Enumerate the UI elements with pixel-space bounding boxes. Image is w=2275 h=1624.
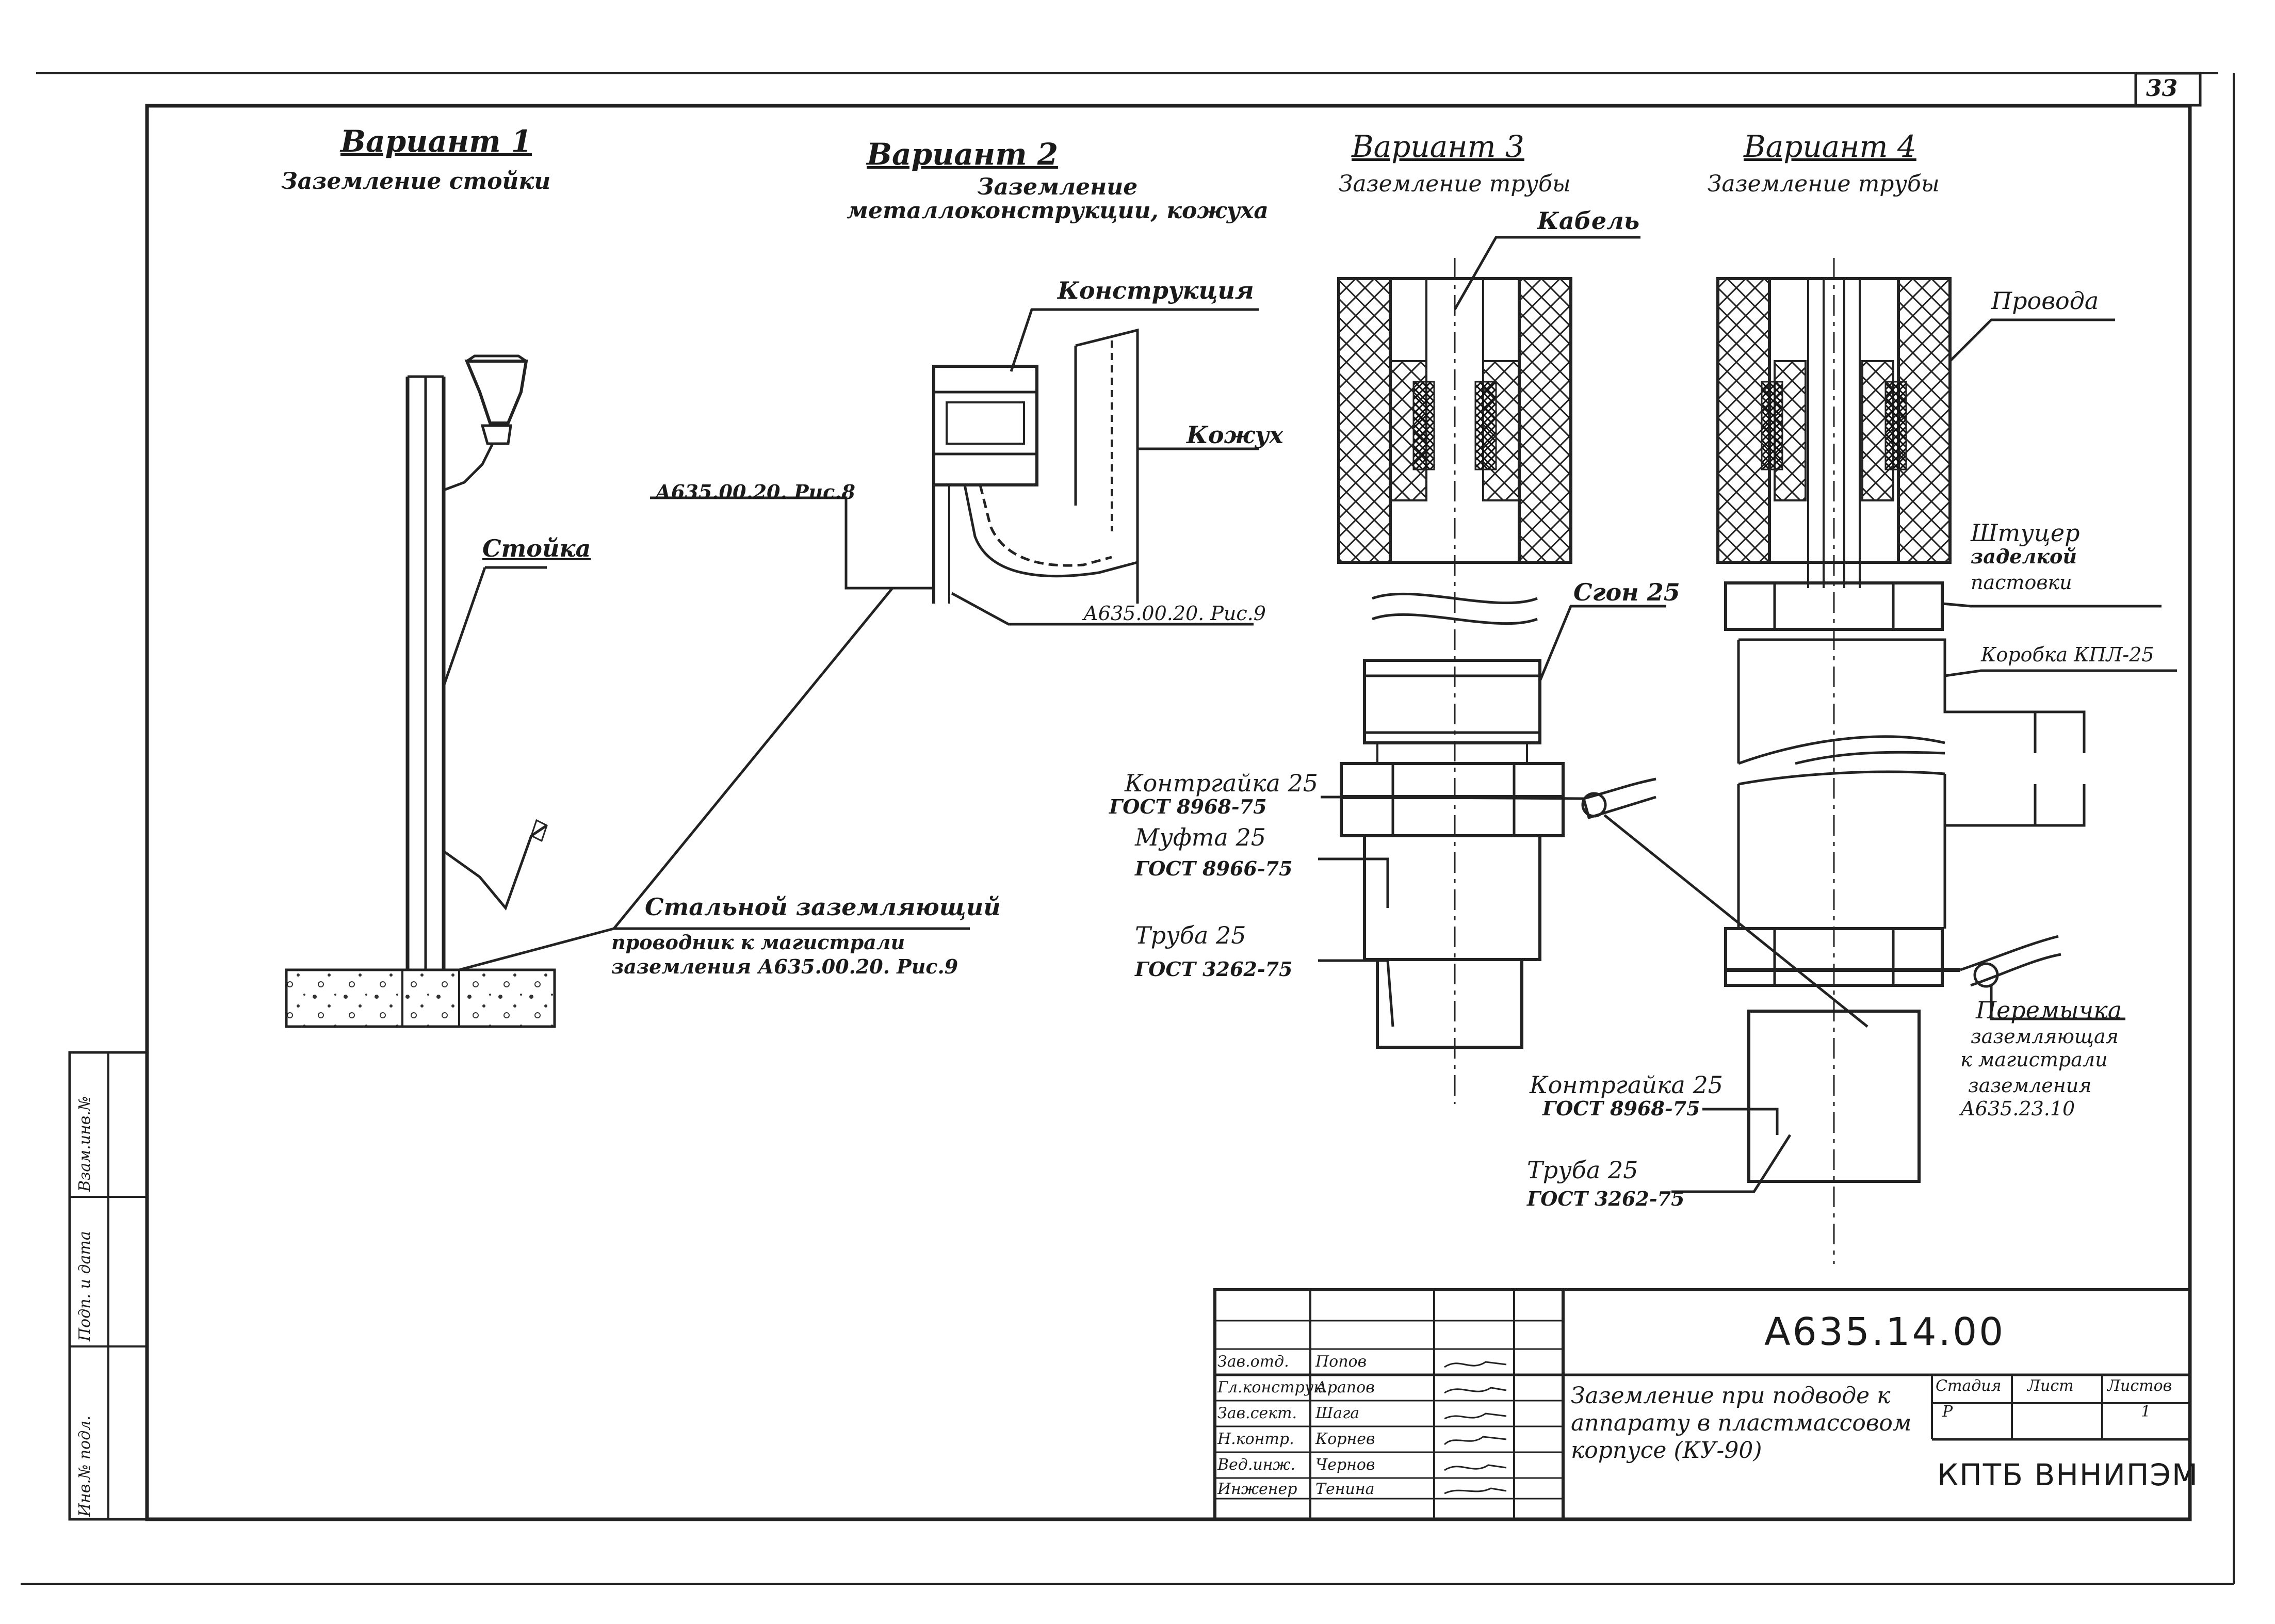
variant3-title: Вариант 3 — [1352, 129, 1524, 164]
title-block-lines — [1213, 1288, 2191, 1521]
label-kontrgayka-1-gost: ГОСТ 8968-75 — [1109, 795, 1267, 818]
label-korobka: Коробка КПЛ-25 — [1981, 643, 2154, 666]
label-truba-2: Труба 25 — [1527, 1156, 1638, 1184]
label-peremychka-3: к магистрали — [1960, 1048, 2108, 1071]
role-4: Н.контр. — [1217, 1430, 1294, 1448]
variant2-title: Вариант 2 — [867, 137, 1059, 172]
name-5: Чернов — [1315, 1456, 1375, 1474]
label-peremychka-5: А635.23.10 — [1960, 1097, 2075, 1120]
label-mufta: Муфта 25 — [1135, 823, 1266, 851]
left-stamp — [68, 1051, 149, 1521]
label-mufta-gost: ГОСТ 8966-75 — [1135, 857, 1293, 880]
role-1: Зав.отд. — [1217, 1353, 1289, 1371]
name-3: Шага — [1315, 1404, 1360, 1422]
role-2: Гл.конструк. — [1217, 1378, 1328, 1396]
sheet-header: Лист — [2027, 1377, 2074, 1395]
variant2-drawing — [613, 308, 1259, 930]
name-6: Тенина — [1315, 1480, 1375, 1498]
variant1-subtitle: Заземление стойки — [281, 168, 551, 194]
variant4-title: Вариант 4 — [1744, 129, 1916, 164]
label-ref-ris8: А635.00.20. Рис.8 — [655, 480, 855, 504]
role-6: Инженер — [1217, 1480, 1297, 1498]
sheets-value: 1 — [2141, 1403, 2151, 1421]
label-sgon: Сгон 25 — [1573, 578, 1680, 606]
left-stamp-sign-date: Подп. и дата — [76, 1231, 94, 1341]
label-kabel: Кабель — [1537, 207, 1640, 235]
variant3-drawing — [1318, 236, 1868, 1104]
drawing-frame — [145, 104, 2192, 1521]
variant4-subtitle: Заземление трубы — [1708, 171, 1940, 197]
stage-value: Р — [1942, 1403, 1953, 1421]
label-stoyka: Стойка — [482, 534, 591, 562]
label-peremychka-2: заземляющая — [1971, 1025, 2119, 1048]
label-shtutser-3: пастовки — [1971, 571, 2072, 594]
name-4: Корнев — [1315, 1430, 1375, 1448]
label-truba-2-gost: ГОСТ 3262-75 — [1527, 1187, 1685, 1210]
label-steel-conductor-3: заземления А635.00.20. Рис.9 — [611, 955, 958, 978]
label-kontrgayka-1: Контргайка 25 — [1125, 769, 1319, 797]
label-provoda: Провода — [1991, 287, 2099, 315]
document-description: Заземление при подводе к аппарату в плас… — [1571, 1383, 1912, 1464]
organization: КПТБ ВННИПЭМ — [1937, 1457, 2199, 1492]
variant1-drawing — [285, 354, 970, 1028]
label-kontrgayka-2: Контргайка 25 — [1530, 1071, 1724, 1099]
label-steel-conductor-2: проводник к магистрали — [611, 931, 905, 954]
label-kontrgayka-2-gost: ГОСТ 8968-75 — [1542, 1097, 1700, 1120]
label-kozhukh: Кожух — [1187, 421, 1283, 449]
sheet-number: 33 — [2146, 75, 2178, 102]
label-truba-1: Труба 25 — [1135, 921, 1246, 949]
role-5: Вед.инж. — [1217, 1456, 1296, 1474]
label-truba-1-gost: ГОСТ 3262-75 — [1135, 957, 1293, 981]
label-steel-conductor-1: Стальной заземляющий — [645, 893, 1001, 921]
name-1: Попов — [1315, 1353, 1367, 1371]
label-peremychka-4: заземления — [1968, 1074, 2092, 1097]
sheets-header: Листов — [2107, 1377, 2172, 1395]
name-2: Арапов — [1315, 1378, 1375, 1396]
stage-header: Стадия — [1936, 1377, 2002, 1395]
variant1-title: Вариант 1 — [340, 124, 532, 159]
signatures — [1443, 1361, 1507, 1495]
left-stamp-inv: Инв.№ подл. — [76, 1416, 94, 1517]
document-code: А635.14.00 — [1764, 1310, 2006, 1354]
role-3: Зав.сект. — [1217, 1404, 1297, 1422]
variant4-drawing — [1671, 258, 2177, 1264]
variant3-subtitle: Заземление трубы — [1339, 171, 1571, 197]
variant2-subtitle: Заземление металлоконструкции, кожуха — [847, 174, 1269, 224]
label-ref-ris9: А635.00.20. Рис.9 — [1083, 602, 1266, 625]
label-shtutser-1: Штуцер — [1971, 519, 2080, 547]
label-peremychka-1: Перемычка — [1976, 996, 2122, 1024]
label-shtutser-2: заделкой — [1971, 545, 2077, 568]
sheet-number-box — [2134, 72, 2202, 107]
label-konstruktsiya: Конструкция — [1058, 277, 1254, 304]
left-stamp-vzam: Взам.инв.№ — [76, 1096, 94, 1192]
